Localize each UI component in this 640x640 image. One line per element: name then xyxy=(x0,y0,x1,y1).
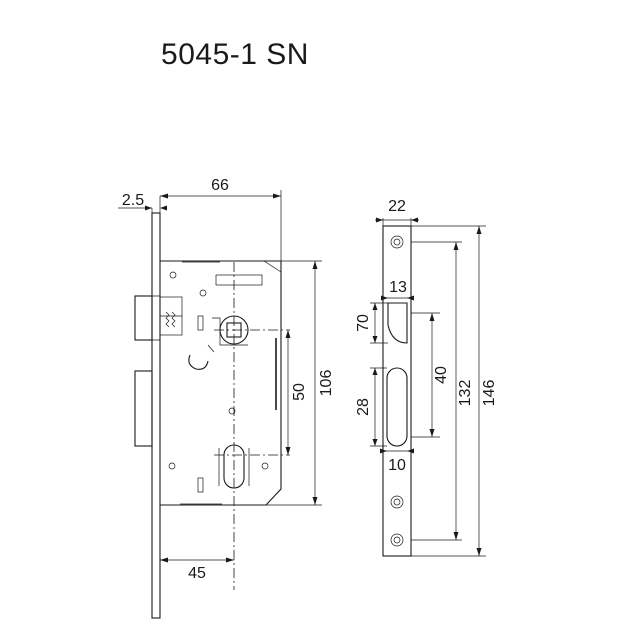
faceplate-strip xyxy=(151,212,161,619)
screw-hole xyxy=(228,407,236,415)
faceplate-screw-top xyxy=(390,235,404,249)
screw-hole xyxy=(261,462,269,470)
screw-hole xyxy=(168,462,176,470)
cylinder-cutout xyxy=(223,444,245,489)
dim-40: 40 xyxy=(433,366,450,384)
bolt-slot xyxy=(386,367,408,447)
faceplate xyxy=(382,225,412,557)
faceplate-screw-bottom xyxy=(390,533,404,547)
dim-13: 13 xyxy=(389,279,407,296)
dim-22: 22 xyxy=(388,198,406,215)
faceplate-screw-lower xyxy=(390,495,404,509)
dim-66: 66 xyxy=(211,177,229,194)
screw-hole xyxy=(199,289,207,297)
dim-50: 50 xyxy=(291,383,308,401)
dim-70: 70 xyxy=(355,314,372,332)
dead-bolt xyxy=(134,370,153,447)
dim-132: 132 xyxy=(457,380,474,407)
model-title: 5045-1 SN xyxy=(161,38,309,71)
dim-2-5: 2.5 xyxy=(122,192,144,209)
dim-106: 106 xyxy=(318,370,335,397)
latch-bolt xyxy=(134,295,153,341)
screw-hole xyxy=(169,271,177,279)
lock-body-side-view: 2.5 66 45 50 106 xyxy=(118,177,335,619)
dim-45: 45 xyxy=(188,565,206,582)
latch-front xyxy=(387,302,408,344)
dim-28: 28 xyxy=(355,398,372,416)
dim-146: 146 xyxy=(481,380,498,407)
faceplate-front-view: 22 13 70 28 10 xyxy=(355,198,498,557)
dim-10: 10 xyxy=(388,457,406,474)
